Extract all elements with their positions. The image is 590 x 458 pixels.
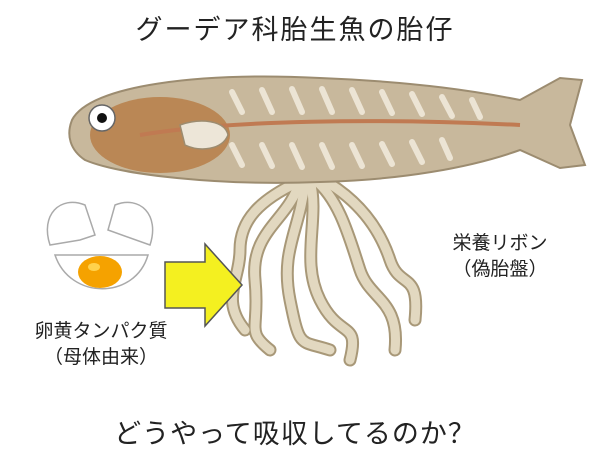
trophotaenia-ribbons (232, 178, 415, 360)
trophotaenia-label: 栄養リボン （偽胎盤） (420, 230, 580, 282)
question-text: どうやって吸収してるのか？ (0, 412, 590, 451)
cracked-egg-icon (47, 202, 152, 288)
yolk-protein-label: 卵黄タンパク質 （母体由来） (6, 318, 196, 370)
fish-body (69, 77, 585, 183)
